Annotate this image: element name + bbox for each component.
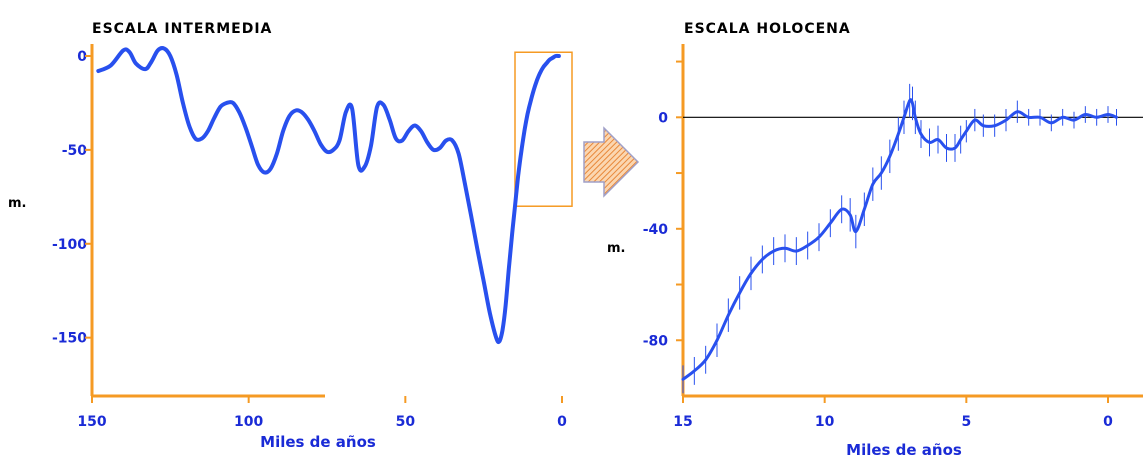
axes: [676, 44, 1143, 403]
y-axis-label: m.: [8, 196, 26, 211]
x-axis-label: Miles de años: [260, 433, 376, 451]
y-tick-label: -50: [62, 143, 88, 159]
y-tick-label: -40: [643, 222, 669, 238]
plot-area: [681, 83, 1143, 394]
plot-area: [96, 46, 573, 345]
y-tick-label: 0: [77, 49, 87, 65]
intermediate-scale-chart: ESCALA INTERMEDIA m. Miles de años 0 -50 -…: [8, 21, 573, 451]
highlight-box: [514, 51, 573, 207]
x-tick-label: 100: [234, 414, 263, 430]
y-tick-labels: 0 -40 -80: [643, 110, 669, 349]
y-tick-label: 0: [658, 110, 668, 126]
x-tick-label: 50: [396, 414, 416, 430]
x-axis-label: Miles de años: [846, 441, 962, 458]
transition-arrow-icon: [583, 126, 640, 198]
series-line: [681, 98, 1118, 381]
x-tick-label: 150: [77, 414, 106, 430]
y-tick-labels: 0 -50 -100 -150: [52, 49, 87, 347]
y-tick-label: -80: [643, 333, 669, 349]
y-tick-label: -150: [52, 331, 87, 347]
x-tick-label: 5: [961, 414, 971, 430]
chart-title: ESCALA HOLOCENA: [684, 21, 851, 37]
y-axis-label: m.: [607, 241, 625, 256]
x-tick-label: 10: [815, 414, 835, 430]
x-tick-labels: 15 10 5 0: [673, 414, 1113, 430]
x-tick-labels: 150 100 50 0: [77, 414, 567, 430]
holocene-scale-chart: ESCALA HOLOCENA m. Miles de años 0 -40 -80…: [607, 21, 1143, 458]
axes: [85, 44, 563, 403]
x-tick-label: 15: [673, 414, 692, 430]
x-tick-label: 0: [557, 414, 567, 430]
y-tick-label: -100: [52, 237, 87, 253]
series-line: [96, 46, 561, 345]
chart-title: ESCALA INTERMEDIA: [92, 21, 272, 37]
x-tick-label: 0: [1103, 414, 1113, 430]
